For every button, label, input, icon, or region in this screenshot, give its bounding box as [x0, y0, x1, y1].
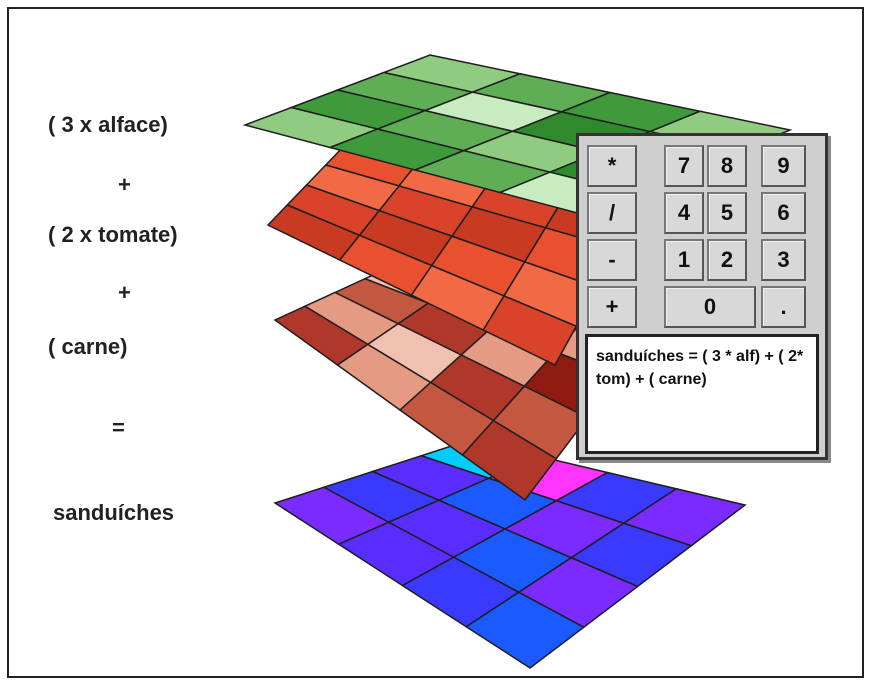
key-divide[interactable]: / [587, 192, 637, 234]
key-1[interactable]: 1 [664, 239, 704, 281]
equals-sign: = [112, 415, 125, 440]
term-tomato: ( 2 x tomate) [48, 222, 178, 247]
key-5[interactable]: 5 [707, 192, 747, 234]
tomato-layer [266, 144, 642, 366]
term-lettuce: ( 3 x alface) [48, 112, 168, 137]
meat-cell [461, 419, 558, 502]
key-plus[interactable]: + [587, 286, 637, 328]
key-6[interactable]: 6 [761, 192, 806, 234]
key-8[interactable]: 8 [707, 145, 747, 187]
calculator-display: sanduíches = ( 3 * alf) + ( 2* tom) + ( … [585, 334, 819, 454]
plus-sign-2: + [118, 280, 131, 305]
tomato-cell [482, 294, 578, 366]
key-9[interactable]: 9 [761, 145, 806, 187]
term-meat: ( carne) [48, 334, 128, 359]
key-decimal[interactable]: . [761, 286, 806, 328]
key-minus[interactable]: - [587, 239, 637, 281]
result-sandwiches: sanduíches [53, 500, 175, 525]
key-2[interactable]: 2 [707, 239, 747, 281]
plus-sign-1: + [118, 172, 131, 197]
calculator-panel: * 7 8 9 / 4 5 6 - 1 2 3 + 0 . sanduíches… [576, 133, 828, 460]
key-4[interactable]: 4 [664, 192, 704, 234]
key-7[interactable]: 7 [664, 145, 704, 187]
sandwich-cell [464, 591, 586, 669]
key-multiply[interactable]: * [587, 145, 637, 187]
key-0[interactable]: 0 [664, 286, 756, 328]
key-3[interactable]: 3 [761, 239, 806, 281]
